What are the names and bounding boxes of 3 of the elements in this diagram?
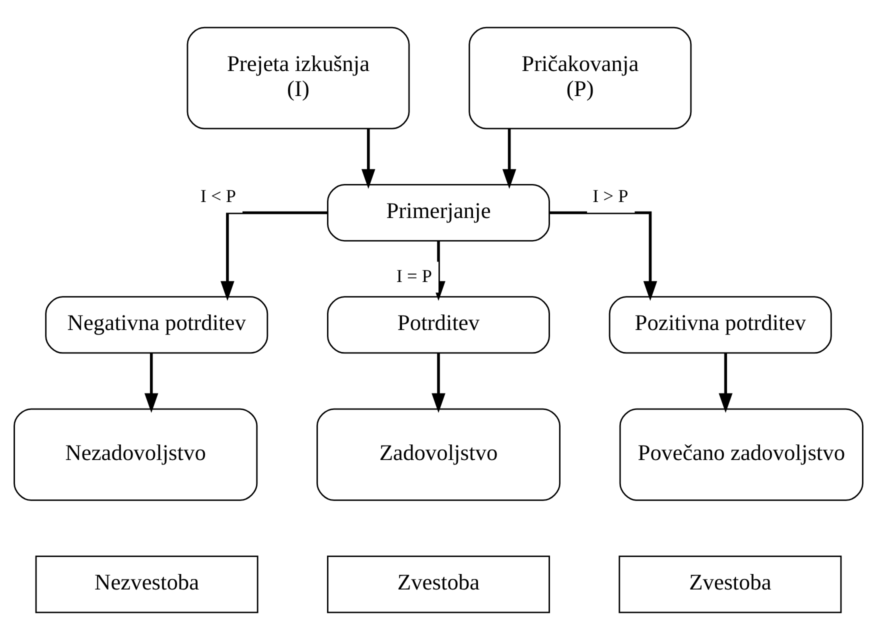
edge-label: I < P [200, 186, 236, 206]
edge-label: I > P [592, 186, 628, 206]
edge-label: I = P [396, 265, 432, 286]
